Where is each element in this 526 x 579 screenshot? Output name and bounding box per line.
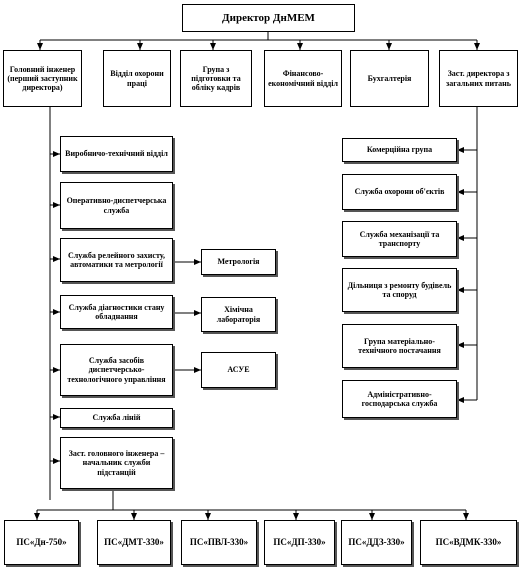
hr-group-label: Група з підготовки та обліку кадрів <box>191 64 241 93</box>
substations-head-box: Заст. головного інженера – начальник слу… <box>60 437 173 489</box>
dispatch-service-label: Оперативно-диспетчерська служба <box>66 196 167 215</box>
relay-protection-box: Служба релейного захисту, автоматики та … <box>60 238 173 282</box>
finance-dept-box: Фінансово-економічний відділ <box>264 50 342 107</box>
substation-label: ПС«ДДЗ-330» <box>348 537 405 548</box>
chief-engineer-label: Головний інженер (перший заступник дирек… <box>7 64 78 93</box>
metrology-label: Метрологія <box>217 257 260 267</box>
labor-protection-label: Відділ охорони праці <box>110 69 164 88</box>
dispatch-means-label: Служба засобів диспетчерсько-технологічн… <box>67 356 166 384</box>
substation-box: ПС«ПВЛ-330» <box>181 520 257 565</box>
substation-label: ПС«ДМТ-330» <box>104 537 164 548</box>
substation-label: ПС«ВДМК-330» <box>435 537 502 548</box>
substation-box: ПС«ДМТ-330» <box>97 520 171 565</box>
substations-head-label: Заст. головного інженера – начальник слу… <box>68 449 165 477</box>
substation-label: ПС«Дн-750» <box>16 537 67 548</box>
accounting-box: Бухгалтерія <box>350 50 429 107</box>
substation-box: ПС«ДДЗ-330» <box>341 520 412 565</box>
lines-service-label: Служба ліній <box>92 413 141 423</box>
supply-group-box: Група матеріально-технічного постачання <box>342 324 457 368</box>
deputy-general-label: Заст. директора з загальних питань <box>446 69 511 88</box>
substation-label: ПС«ПВЛ-330» <box>189 537 249 548</box>
chief-engineer-box: Головний інженер (перший заступник дирек… <box>3 50 82 107</box>
accounting-label: Бухгалтерія <box>367 73 412 83</box>
substation-box: ПС«Дн-750» <box>4 520 79 565</box>
substation-box: ПС«ДП-330» <box>264 520 335 565</box>
security-service-label: Служба охорони об'єктів <box>354 187 445 197</box>
mechanization-label: Служба механізації та транспорту <box>359 229 440 248</box>
lines-service-box: Служба ліній <box>60 408 173 428</box>
metrology-box: Метрологія <box>201 249 276 275</box>
dispatch-means-box: Служба засобів диспетчерсько-технологічн… <box>60 344 173 396</box>
security-service-box: Служба охорони об'єктів <box>342 174 457 210</box>
admin-service-box: Адміністративно-господарська служба <box>342 380 457 418</box>
labor-protection-box: Відділ охорони праці <box>103 50 171 107</box>
asue-box: АСУЕ <box>201 352 276 388</box>
director-label: Директор ДнМЕМ <box>222 11 315 24</box>
substation-box: ПС«ВДМК-330» <box>420 520 517 565</box>
mechanization-box: Служба механізації та транспорту <box>342 221 457 257</box>
production-tech-dept-box: Виробничо-технічний відділ <box>60 136 173 172</box>
substation-label: ПС«ДП-330» <box>273 537 326 548</box>
commercial-group-label: Комерційна група <box>366 145 433 155</box>
chem-lab-box: Хімічна лабораторія <box>201 297 276 332</box>
dispatch-service-box: Оперативно-диспетчерська служба <box>60 182 173 229</box>
relay-protection-label: Служба релейного захисту, автоматики та … <box>68 250 165 269</box>
admin-service-label: Адміністративно-господарська служба <box>361 389 438 408</box>
deputy-general-box: Заст. директора з загальних питань <box>439 50 518 107</box>
director-box: Директор ДнМЕМ <box>182 4 355 32</box>
commercial-group-box: Комерційна група <box>342 138 457 162</box>
building-repair-label: Дільниця з ремонту будівель та споруд <box>347 280 452 299</box>
diagnostics-service-box: Служба діагностики стану обладнання <box>60 295 173 329</box>
supply-group-label: Група матеріально-технічного постачання <box>358 336 441 355</box>
asue-label: АСУЕ <box>227 365 250 375</box>
hr-group-box: Група з підготовки та обліку кадрів <box>180 50 252 107</box>
finance-dept-label: Фінансово-економічний відділ <box>268 69 338 88</box>
building-repair-box: Дільниця з ремонту будівель та споруд <box>342 268 457 312</box>
chem-lab-label: Хімічна лабораторія <box>216 305 261 324</box>
diagnostics-service-label: Служба діагностики стану обладнання <box>68 302 165 321</box>
production-tech-dept-label: Виробничо-технічний відділ <box>65 149 168 159</box>
